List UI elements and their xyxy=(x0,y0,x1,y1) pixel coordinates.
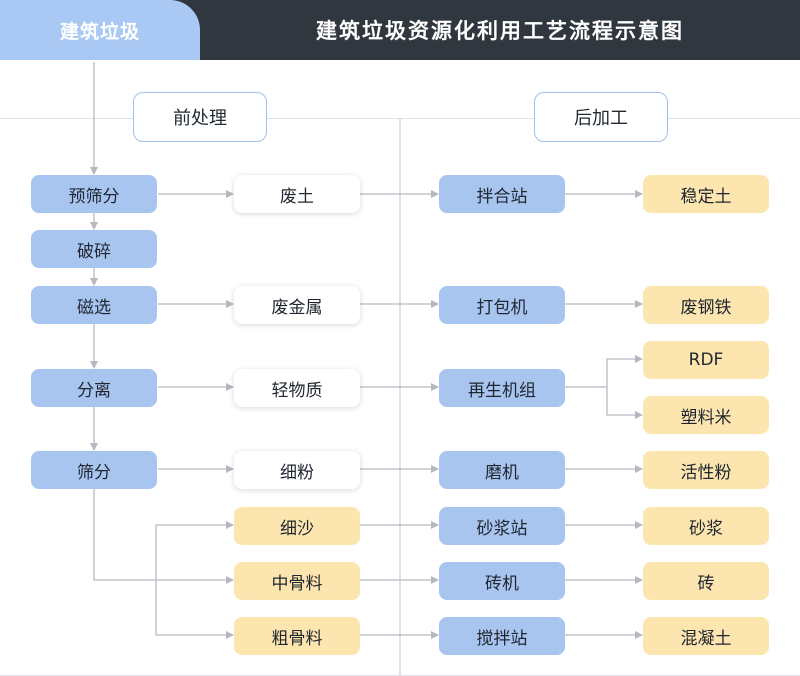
node-baler[interactable]: 打包机 xyxy=(439,286,565,324)
section-label-pre: 前处理 xyxy=(133,92,267,142)
node-prescreen[interactable]: 预筛分 xyxy=(31,175,157,213)
header-tab[interactable]: 建筑垃圾 xyxy=(0,0,200,60)
node-screen[interactable]: 筛分 xyxy=(31,451,157,489)
node-mortar[interactable]: 砂浆 xyxy=(643,507,769,545)
node-plastic-pellets[interactable]: 塑料米 xyxy=(643,396,769,434)
node-crush[interactable]: 破碎 xyxy=(31,230,157,268)
node-rdf[interactable]: RDF xyxy=(643,341,769,379)
node-mill[interactable]: 磨机 xyxy=(439,451,565,489)
connector-bracket-coarse xyxy=(155,580,234,639)
node-medium-aggregate[interactable]: 中骨料 xyxy=(234,562,360,600)
connector-screen-to-medium xyxy=(93,488,234,584)
node-coarse-aggregate[interactable]: 粗骨料 xyxy=(234,617,360,655)
node-active-powder[interactable]: 活性粉 xyxy=(643,451,769,489)
connector-recycling-to-rdf xyxy=(606,355,643,387)
node-magnetic[interactable]: 磁选 xyxy=(31,286,157,324)
node-separate[interactable]: 分离 xyxy=(31,369,157,407)
connector-recycling-to-pellets xyxy=(606,387,643,419)
node-waste-soil[interactable]: 废土 xyxy=(234,175,360,213)
node-stabilized-soil[interactable]: 稳定土 xyxy=(643,175,769,213)
node-concrete[interactable]: 混凝土 xyxy=(643,617,769,655)
node-brick[interactable]: 砖 xyxy=(643,562,769,600)
node-fine-powder[interactable]: 细粉 xyxy=(234,451,360,489)
node-mortar-station[interactable]: 砂浆站 xyxy=(439,507,565,545)
node-light-matter[interactable]: 轻物质 xyxy=(234,369,360,407)
section-label-post: 后加工 xyxy=(534,92,668,142)
node-mixing-station[interactable]: 拌合站 xyxy=(439,175,565,213)
node-waste-metal[interactable]: 废金属 xyxy=(234,286,360,324)
node-stirring-station[interactable]: 搅拌站 xyxy=(439,617,565,655)
connector-bracket-fine-sand xyxy=(155,521,234,580)
page-title: 建筑垃圾资源化利用工艺流程示意图 xyxy=(316,19,684,43)
node-scrap-steel[interactable]: 废钢铁 xyxy=(643,286,769,324)
node-recycling-unit[interactable]: 再生机组 xyxy=(439,369,565,407)
node-brick-machine[interactable]: 砖机 xyxy=(439,562,565,600)
node-fine-sand[interactable]: 细沙 xyxy=(234,507,360,545)
